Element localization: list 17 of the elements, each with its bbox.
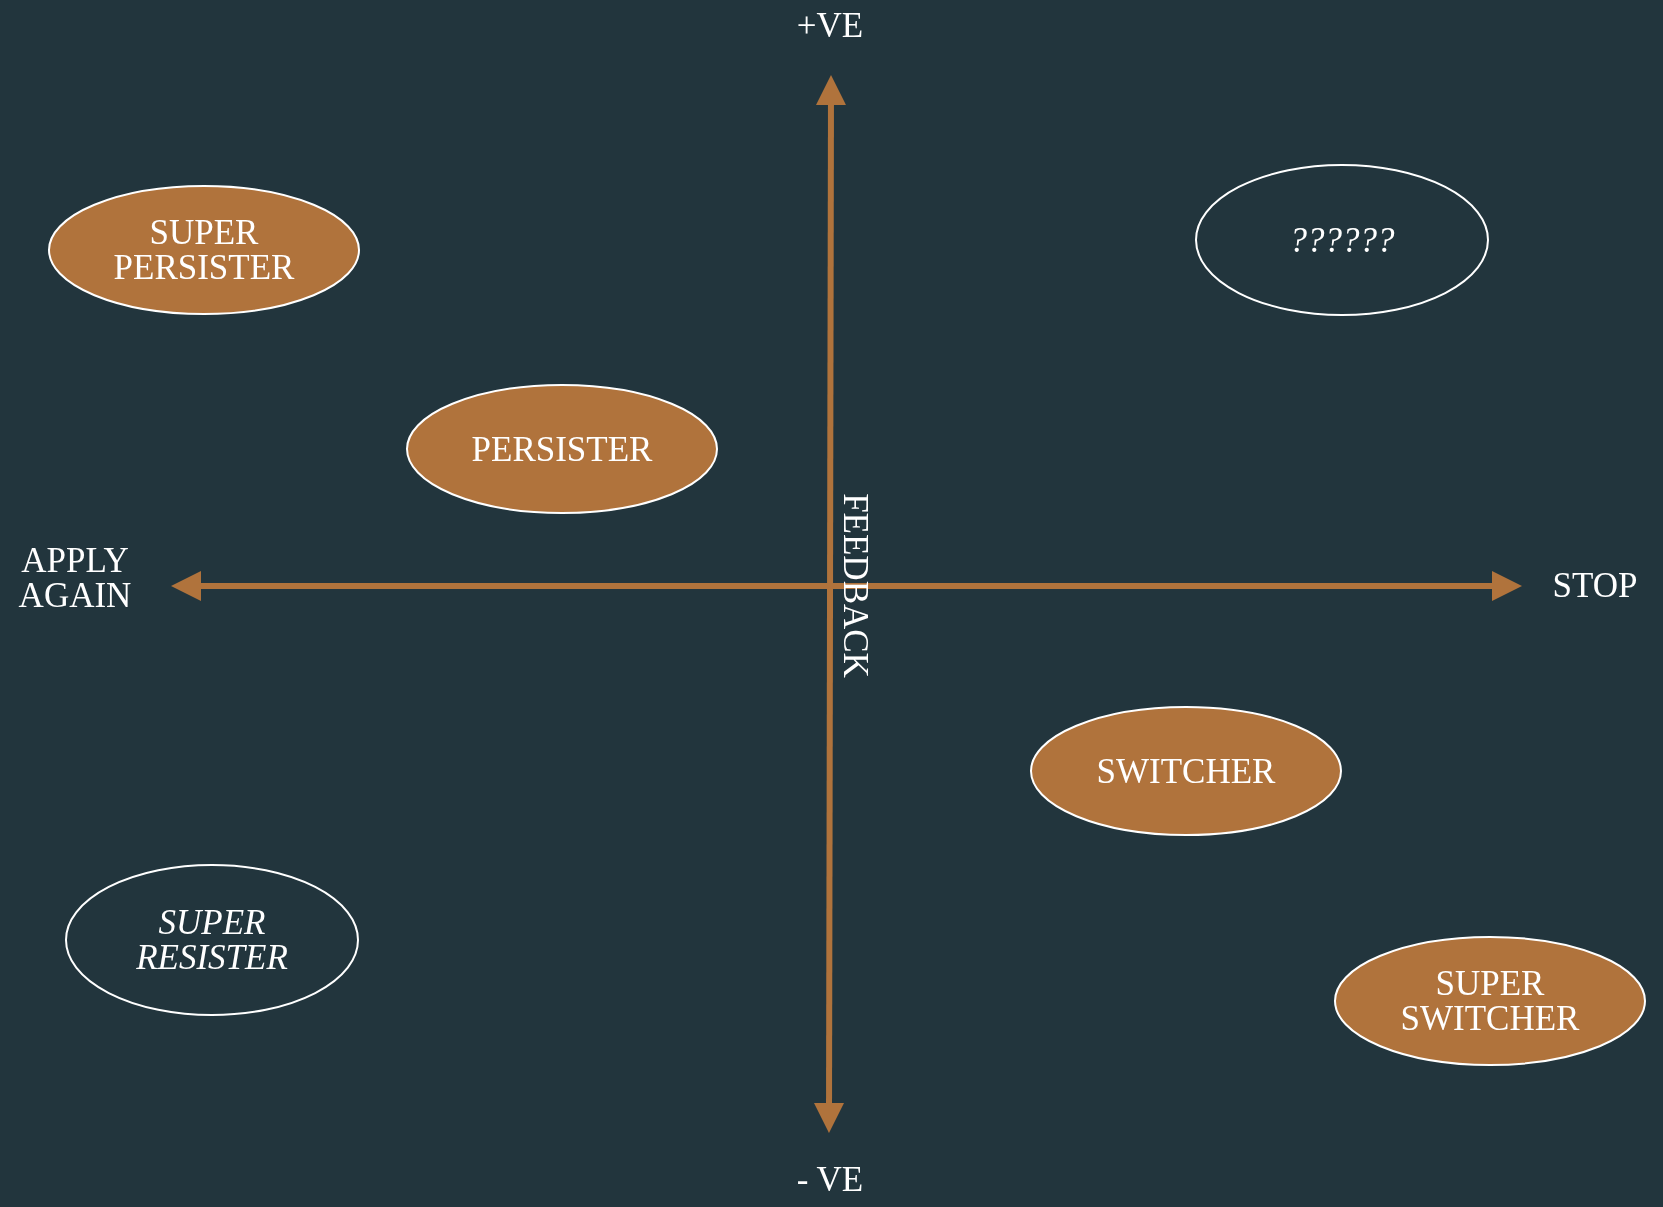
ellipse-label: PERSISTER bbox=[470, 431, 654, 467]
filled-ellipse bbox=[406, 384, 718, 514]
filled-ellipse bbox=[1334, 936, 1646, 1066]
axis-label: - VE bbox=[795, 1162, 865, 1197]
axis-label: FEEDBACK bbox=[837, 492, 873, 680]
ellipse-label: SUPER RESISTER bbox=[135, 905, 289, 975]
axis-label: +VE bbox=[795, 8, 865, 43]
filled-ellipse bbox=[48, 185, 360, 315]
axis-label: STOP bbox=[1551, 568, 1639, 603]
ellipse-label: SUPER PERSISTER bbox=[112, 215, 296, 285]
axis-label: APPLY AGAIN bbox=[17, 543, 133, 613]
ellipse-label: ?????? bbox=[1288, 222, 1396, 258]
outlined-ellipse bbox=[1195, 164, 1489, 316]
filled-ellipse bbox=[1030, 706, 1342, 836]
outlined-ellipse bbox=[65, 864, 359, 1016]
ellipse-label: SWITCHER bbox=[1095, 753, 1277, 789]
ellipse-label: SUPER SWITCHER bbox=[1399, 966, 1581, 1036]
